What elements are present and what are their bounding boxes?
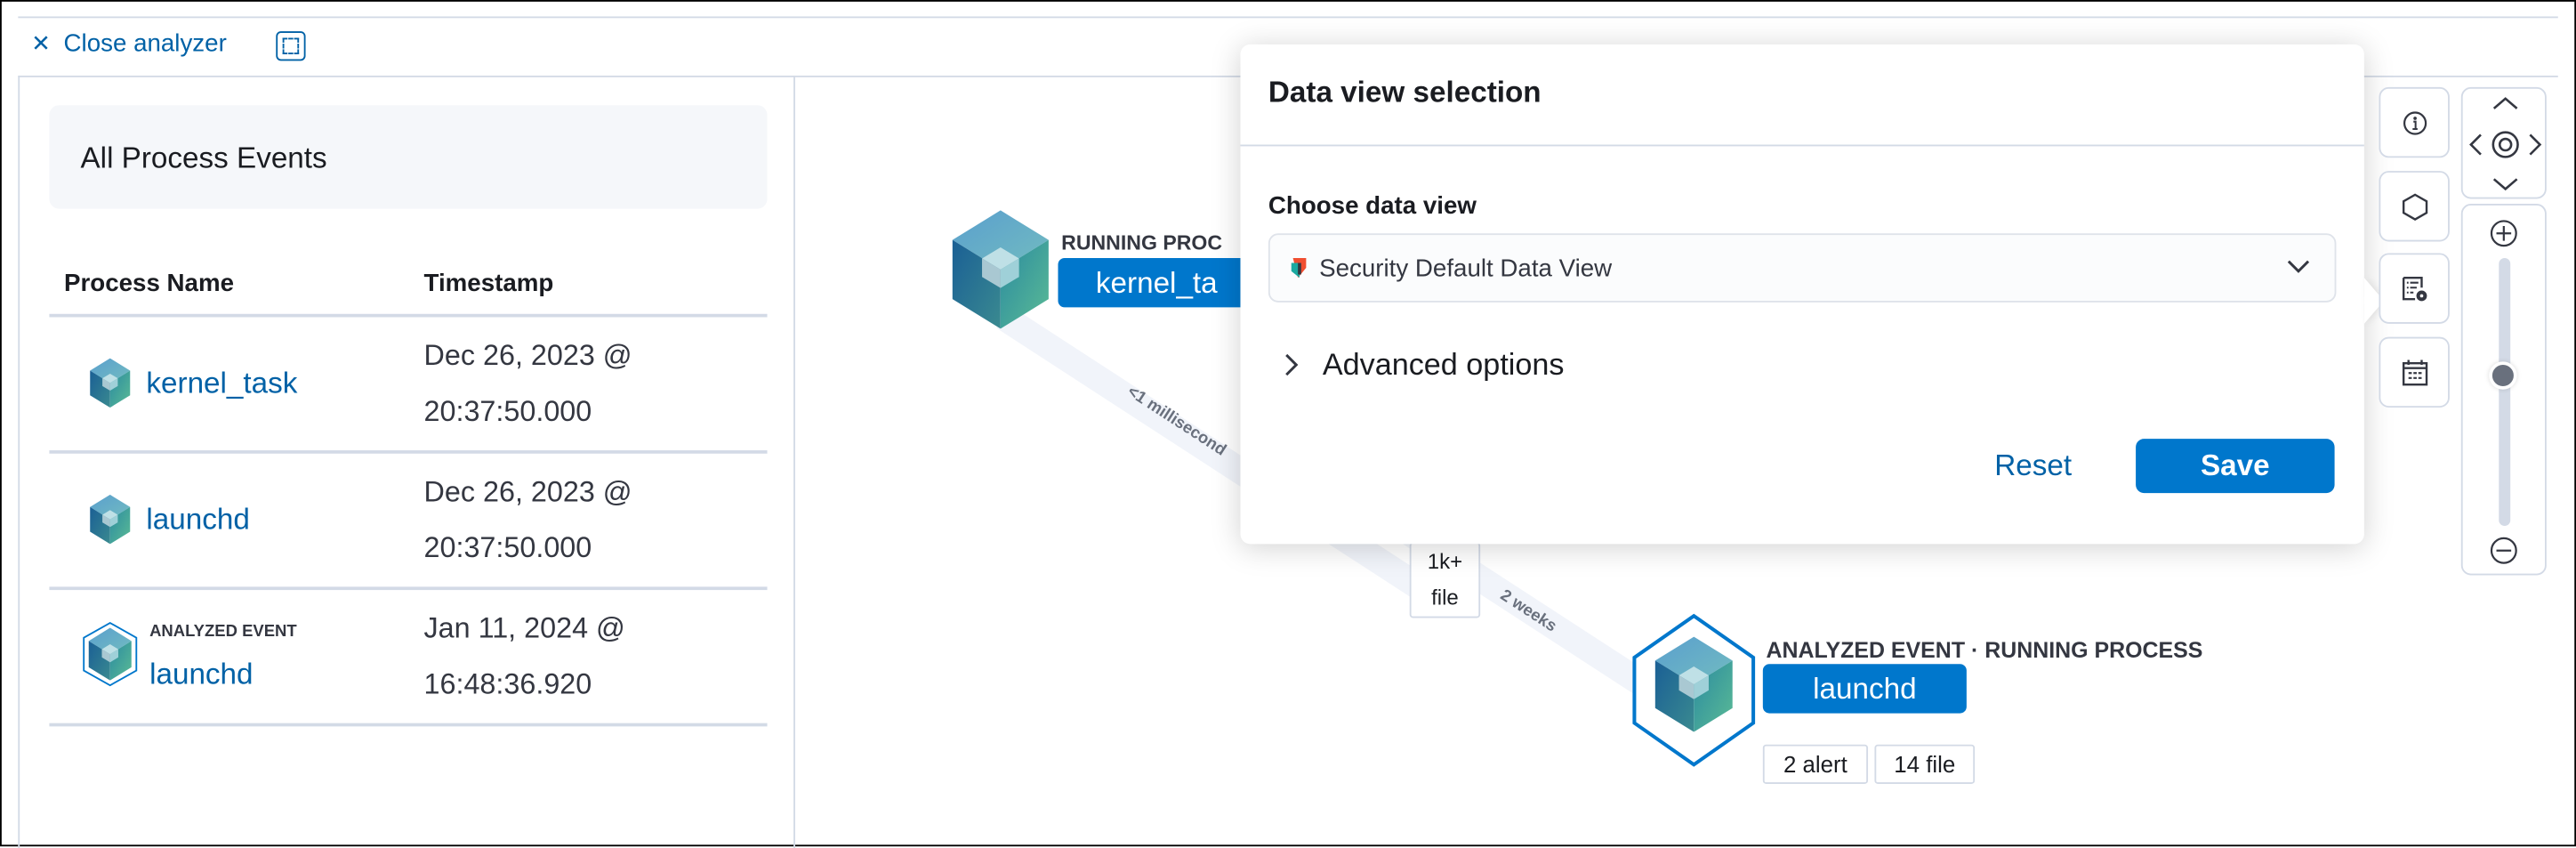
process-link[interactable]: kernel_task xyxy=(146,366,298,400)
node-type-label: RUNNING PROC xyxy=(1061,231,1223,255)
divider xyxy=(1240,144,2364,147)
fullscreen-icon[interactable] xyxy=(276,31,306,61)
pan-up-icon[interactable] xyxy=(2489,93,2522,113)
divider xyxy=(49,586,768,590)
panel-title: All Process Events xyxy=(49,105,768,209)
info-button[interactable] xyxy=(2379,86,2450,158)
analyzed-node-cube-icon[interactable] xyxy=(1631,603,1756,778)
process-cube-icon xyxy=(90,494,131,545)
zoom-controls xyxy=(2460,204,2547,576)
divider xyxy=(18,16,2558,19)
advanced-options-label: Advanced options xyxy=(1322,346,1565,382)
pan-left-icon[interactable] xyxy=(2467,132,2483,158)
node-type-label: ANALYZED EVENT · RUNNING PROCESS xyxy=(1766,637,2203,663)
data-view-settings-icon xyxy=(2402,276,2427,301)
data-view-select[interactable]: Security Default Data View xyxy=(1268,233,2337,303)
zoom-out-icon[interactable] xyxy=(2489,536,2518,565)
table-row: ANALYZED EVENT launchd Jan 11, 2024 @16:… xyxy=(49,588,767,724)
node-legend-button[interactable] xyxy=(2379,171,2450,242)
node-name-button[interactable]: launchd xyxy=(1762,664,1967,714)
chevron-right-icon xyxy=(1285,353,1299,376)
analyzed-event-tag: ANALYZED EVENT xyxy=(149,623,297,642)
save-button[interactable]: Save xyxy=(2136,439,2335,494)
info-icon xyxy=(2403,110,2427,134)
data-view-popover: Data view selection Choose data view Sec… xyxy=(1240,44,2364,545)
analyzed-process-cube-icon xyxy=(83,621,138,687)
divider xyxy=(49,450,768,453)
process-events-panel: All Process Events Process Name Timestam… xyxy=(18,75,795,848)
calendar-icon xyxy=(2402,359,2427,385)
zoom-slider-thumb[interactable] xyxy=(2489,361,2517,391)
table-row: kernel_task Dec 26, 2023 @20:37:50.000 xyxy=(49,316,767,452)
pan-down-icon[interactable] xyxy=(2489,174,2522,194)
table-row: launchd Dec 26, 2023 @20:37:50.000 xyxy=(49,452,767,588)
zoom-slider[interactable] xyxy=(2499,257,2511,527)
field-label: Choose data view xyxy=(1268,192,1477,221)
column-header-timestamp: Timestamp xyxy=(423,269,554,298)
process-graph-canvas[interactable]: <1 millisecond 2 weeks 1k+ file RUNNING … xyxy=(795,77,2558,848)
file-badge[interactable]: 14 file xyxy=(1874,744,1976,785)
reset-button[interactable]: Reset xyxy=(1994,448,2073,482)
popover-title: Data view selection xyxy=(1268,75,1542,109)
timestamp: Jan 11, 2024 @16:48:36.920 xyxy=(423,611,625,700)
center-icon[interactable] xyxy=(2489,128,2522,161)
close-analyzer-button[interactable]: ✕ Close analyzer xyxy=(31,29,227,57)
chevron-down-icon xyxy=(2287,260,2310,273)
edge-file-badge[interactable]: 1k+ file xyxy=(1409,542,1481,618)
timestamp: Dec 26, 2023 @20:37:50.000 xyxy=(423,338,632,428)
divider xyxy=(49,313,768,317)
process-node-cube-icon[interactable] xyxy=(951,210,1050,329)
node-name-button[interactable]: kernel_ta xyxy=(1058,257,1256,308)
advanced-options-toggle[interactable]: Advanced options xyxy=(1284,347,1565,384)
date-range-button[interactable] xyxy=(2379,336,2450,408)
process-link[interactable]: launchd xyxy=(146,503,250,537)
process-cube-icon xyxy=(90,358,131,408)
process-link[interactable]: launchd xyxy=(149,657,254,691)
cross-icon: ✕ xyxy=(31,29,51,56)
pan-controls xyxy=(2460,86,2547,199)
zoom-in-icon[interactable] xyxy=(2489,219,2518,248)
column-header-process-name: Process Name xyxy=(64,269,235,298)
timestamp: Dec 26, 2023 @20:37:50.000 xyxy=(423,474,632,564)
alert-badge[interactable]: 2 alert xyxy=(1762,744,1869,785)
hexagon-icon xyxy=(2402,192,2427,221)
divider xyxy=(49,723,768,726)
data-view-settings-button[interactable] xyxy=(2379,253,2450,324)
security-logo-icon xyxy=(1291,257,1307,279)
pan-right-icon[interactable] xyxy=(2527,132,2543,158)
close-analyzer-label: Close analyzer xyxy=(63,29,227,58)
selected-data-view: Security Default Data View xyxy=(1319,254,1613,282)
